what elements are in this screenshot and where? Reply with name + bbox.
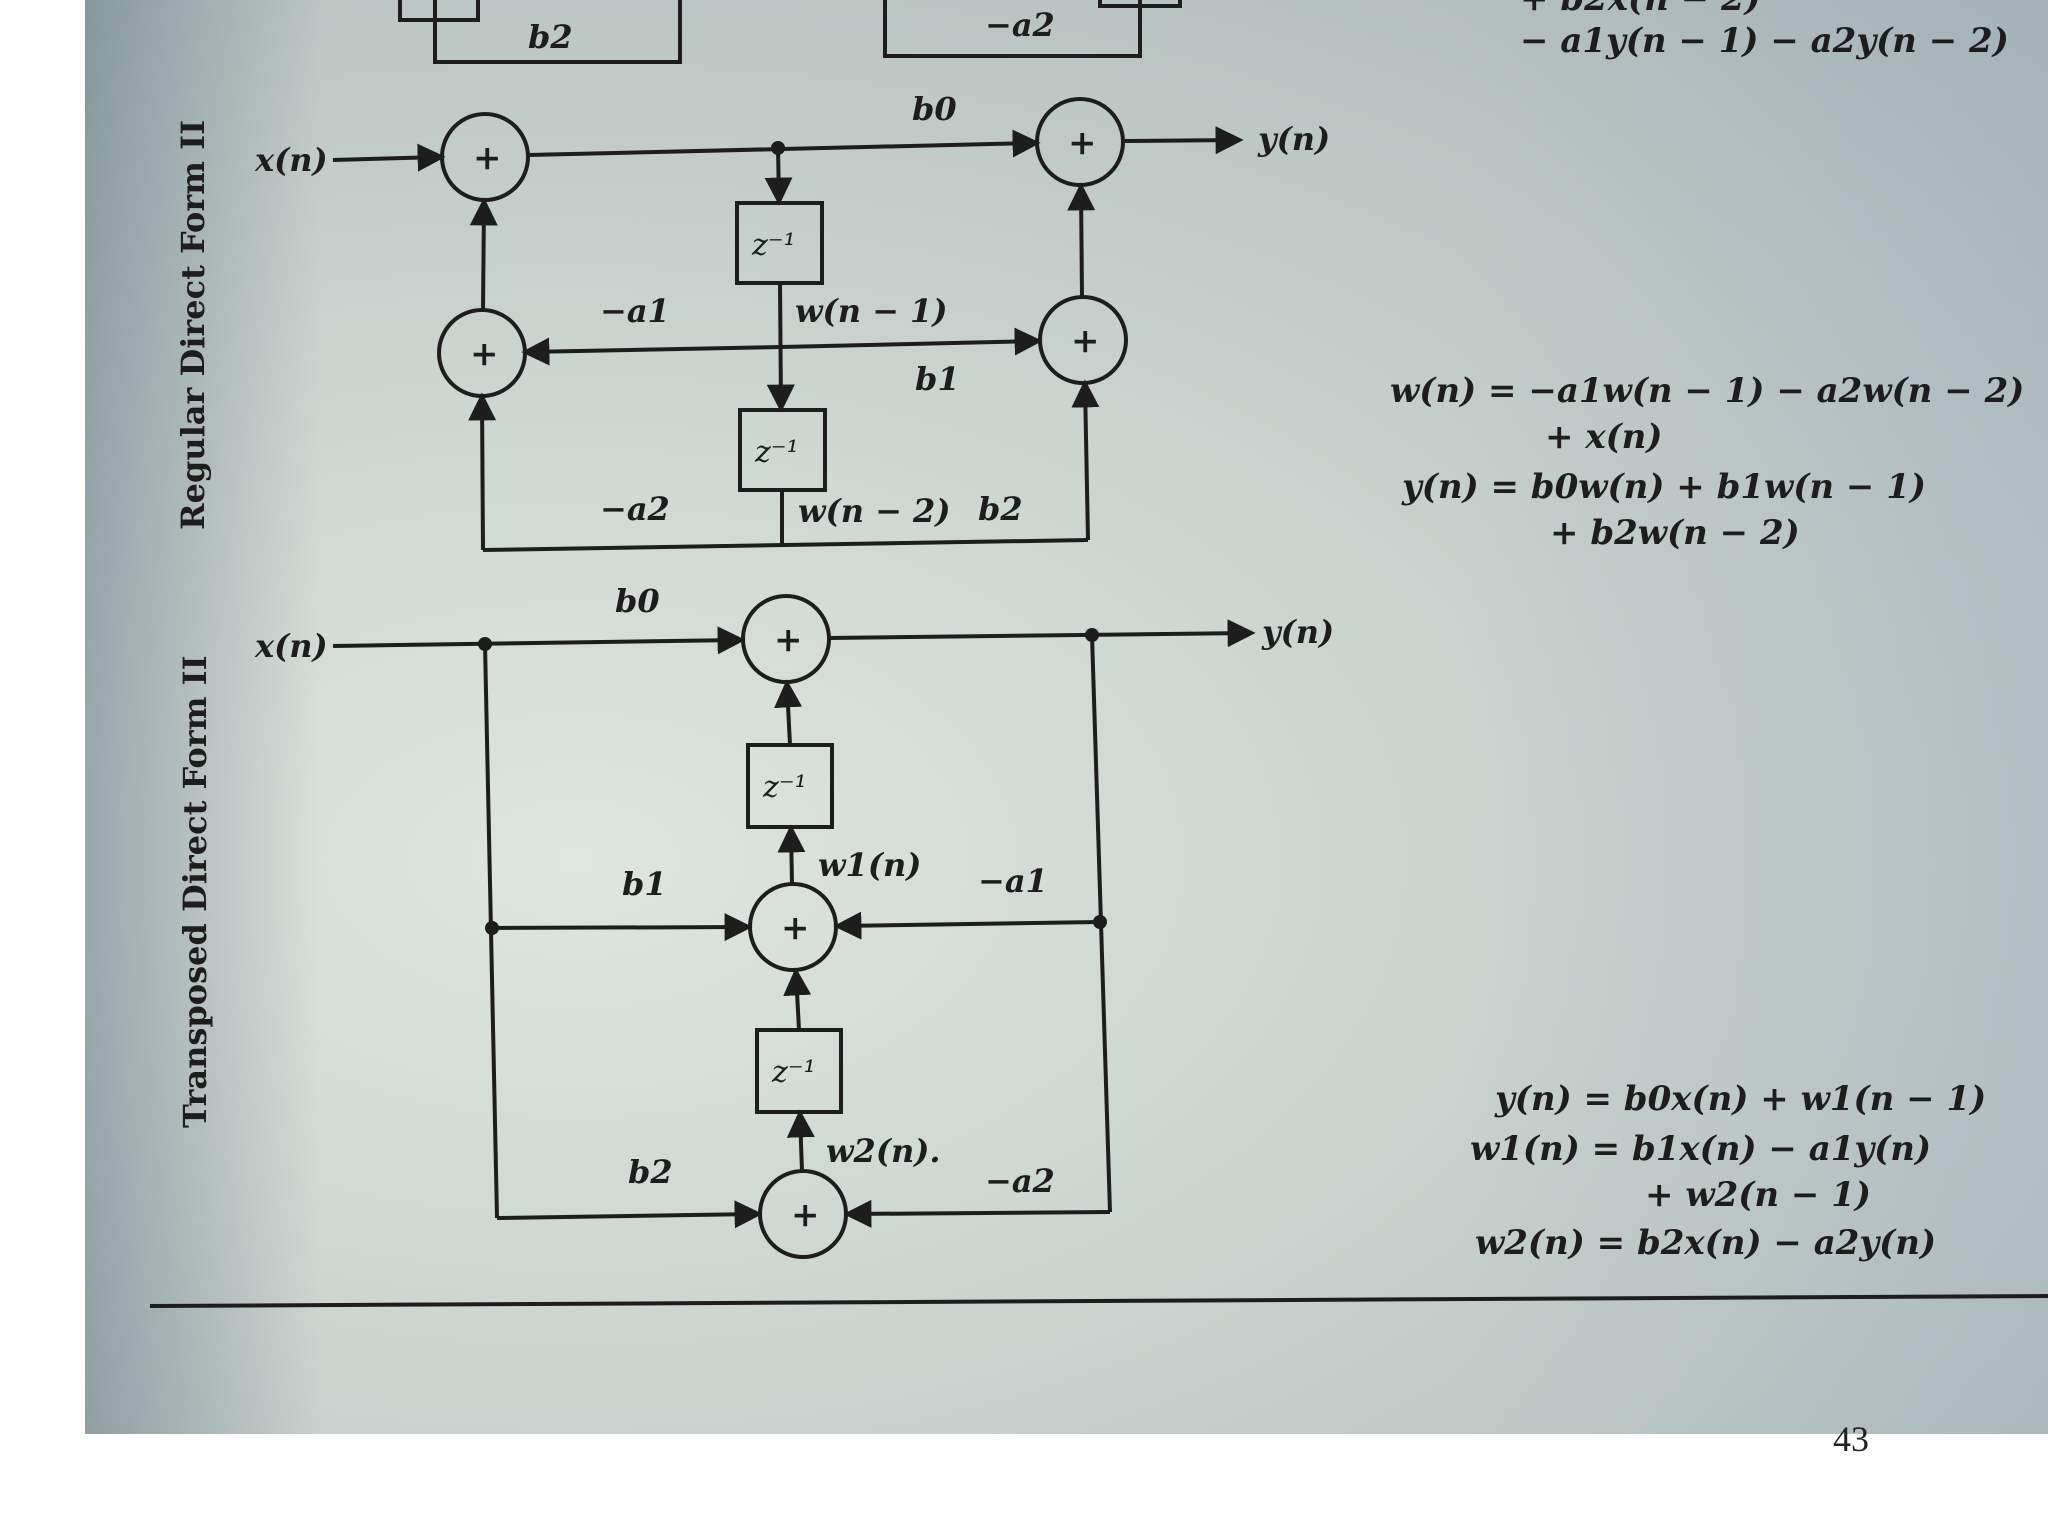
page-rule xyxy=(149,1294,2048,1308)
transposed-gain-a2: −a2 xyxy=(985,1162,1055,1200)
transposed-equation-line: w1(n) = b1x(n) − a1y(n) xyxy=(1470,1129,1931,1169)
filter-diagrams: b2 −a2 Regular Direct Form II + + + + z⁻… xyxy=(149,0,2048,1308)
regular-equation-line: w(n) = −a1w(n − 1) − a2w(n − 2) xyxy=(1390,371,2024,411)
transposed-equation-line: + w2(n − 1) xyxy=(1645,1175,1871,1215)
transposed-gain-b2: b2 xyxy=(628,1153,673,1191)
equations-transposed: y(n) = b0x(n) + w1(n − 1) w1(n) = b1x(n)… xyxy=(1470,1079,1986,1263)
equations-regular: w(n) = −a1w(n − 1) − a2w(n − 2) + x(n) y… xyxy=(1390,371,2024,553)
transposed-gain-a1: −a1 xyxy=(978,862,1048,900)
transposed-input-label: x(n) xyxy=(254,627,328,665)
regular-adder-symbol: + xyxy=(470,334,499,374)
transposed-gain-b1: b1 xyxy=(622,865,667,903)
regular-delay-label: z⁻¹ xyxy=(751,228,796,263)
regular-state-2: w(n − 2) xyxy=(798,492,950,530)
transposed-delay-label: z⁻¹ xyxy=(762,770,807,805)
regular-title: Regular Direct Form II xyxy=(174,120,212,530)
transposed-state-1: w1(n) xyxy=(818,846,921,884)
transposed-delay-label: z⁻¹ xyxy=(771,1055,816,1090)
equations-top: + b2x(n − 2) − a1y(n − 1) − a2y(n − 2) xyxy=(1520,0,2009,61)
transposed-adder-symbol: + xyxy=(774,620,803,660)
book-page-photo: b2 −a2 Regular Direct Form II + + + + z⁻… xyxy=(85,0,2048,1434)
top-equation-line: − a1y(n − 1) − a2y(n − 2) xyxy=(1520,21,2009,61)
transposed-direct-form-ii: Transposed Direct Form II + + + z⁻¹ z⁻¹ … xyxy=(176,582,1334,1259)
regular-gain-a2: −a2 xyxy=(600,490,670,528)
transposed-title: Transposed Direct Form II xyxy=(176,655,214,1128)
page-number: 43 xyxy=(1833,1419,1869,1459)
regular-gain-b1: b1 xyxy=(915,360,960,398)
regular-delay-label: z⁻¹ xyxy=(754,435,799,470)
top-equation-line: + b2x(n − 2) xyxy=(1520,0,1761,19)
transposed-gain-b0: b0 xyxy=(615,582,660,620)
regular-adder-symbol: + xyxy=(1068,123,1097,163)
regular-equation-line: y(n) = b0w(n) + b1w(n − 1) xyxy=(1401,467,1926,507)
regular-gain-b0: b0 xyxy=(912,90,957,128)
regular-output-label: y(n) xyxy=(1257,120,1330,158)
regular-equation-line: + b2w(n − 2) xyxy=(1550,513,1800,553)
top-fragment: b2 −a2 xyxy=(398,0,1182,64)
regular-adder-symbol: + xyxy=(473,138,502,178)
transposed-equation-line: y(n) = b0x(n) + w1(n − 1) xyxy=(1494,1079,1986,1119)
regular-adder-symbol: + xyxy=(1071,321,1100,361)
transposed-state-2: w2(n). xyxy=(826,1132,941,1170)
top-gain-b2: b2 xyxy=(528,18,573,56)
regular-gain-b2: b2 xyxy=(978,490,1023,528)
regular-input-label: x(n) xyxy=(254,141,328,179)
regular-direct-form-ii: Regular Direct Form II + + + + z⁻¹ z⁻¹ x… xyxy=(174,90,1330,552)
regular-equation-line: + x(n) xyxy=(1545,417,1663,457)
regular-state-1: w(n − 1) xyxy=(795,292,947,330)
top-gain-a2: −a2 xyxy=(985,6,1055,44)
transposed-adder-symbol: + xyxy=(781,908,810,948)
photo-shading xyxy=(85,0,2048,1434)
transposed-adder-symbol: + xyxy=(791,1195,820,1235)
regular-gain-a1: −a1 xyxy=(600,292,670,330)
transposed-output-label: y(n) xyxy=(1261,613,1334,651)
transposed-equation-line: w2(n) = b2x(n) − a2y(n) xyxy=(1475,1223,1936,1263)
